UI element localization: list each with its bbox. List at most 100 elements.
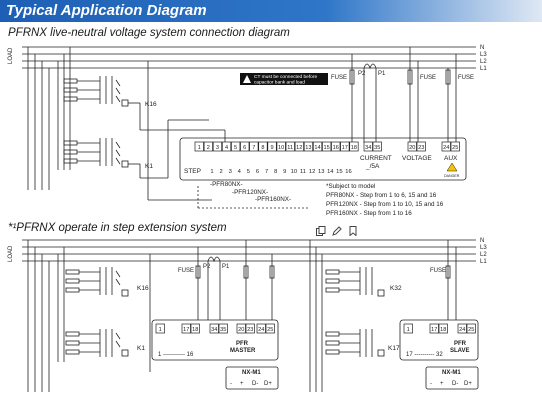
- master-terminal-box: [236, 323, 246, 334]
- master-terminal-label: 25: [267, 327, 273, 333]
- slave-terminal-label: 1: [407, 327, 410, 333]
- line-l2: L2: [480, 59, 487, 65]
- current-label: CURRENT: [360, 155, 392, 162]
- danger-label: DANGER: [444, 174, 460, 178]
- terminal-label: 8: [261, 145, 264, 151]
- line-n: N: [480, 45, 484, 51]
- load-label-2: LOAD: [8, 245, 14, 262]
- module-m-dplus: D+: [264, 381, 272, 387]
- master-range: 1 ----------- 16: [158, 352, 194, 358]
- bookmark-icon[interactable]: [348, 226, 358, 236]
- master-terminal-box: [265, 323, 275, 334]
- slave-terminal-box: [403, 323, 413, 334]
- master-terminal-box: [190, 323, 200, 334]
- voltage-label: VOLTAGE: [402, 155, 432, 162]
- master-name2: MASTER: [230, 348, 256, 354]
- terminal-label: 34: [365, 145, 371, 151]
- terminal-box: [231, 141, 241, 152]
- floating-toolbar: [316, 226, 358, 236]
- module-s-minus: -: [430, 381, 432, 387]
- step-number: 1: [210, 169, 213, 175]
- terminal-label: 15: [323, 145, 329, 151]
- terminal-label: 18: [351, 145, 357, 151]
- master-terminal-label: 24: [258, 327, 264, 333]
- terminal-label: 20: [409, 145, 415, 151]
- note-0: *Subject to model: [326, 183, 375, 190]
- step-number: 7: [265, 169, 268, 175]
- line2-l3: L3: [480, 245, 487, 251]
- terminal-box: [322, 141, 332, 152]
- line2-n: N: [480, 238, 484, 244]
- terminal-box: [194, 141, 204, 152]
- diagram2-title: *¹PFRNX operate in step extension system: [8, 222, 227, 234]
- slave-name2: SLAVE: [450, 348, 470, 354]
- master-name1: PFR: [236, 341, 249, 347]
- terminal-label: 2: [207, 145, 210, 151]
- slave-terminal-label: 17: [431, 327, 437, 333]
- step-number: 4: [238, 169, 242, 175]
- terminal-label: 9: [270, 145, 273, 151]
- current-range: _/5A: [365, 163, 380, 170]
- diagram2-canvas: LOAD N L3 L2 L1 FUSE FUSE P2 P1 K16 K1 K…: [8, 238, 487, 392]
- ct-p1: P1: [378, 71, 386, 77]
- aux-label: AUX: [444, 155, 458, 162]
- terminal-box: [203, 141, 213, 152]
- fuse-label-m: FUSE: [178, 268, 194, 274]
- step-number: 12: [309, 169, 315, 175]
- terminal-box: [372, 141, 382, 152]
- step-number: 8: [274, 169, 277, 175]
- danger-icon: [446, 162, 458, 172]
- line-l3: L3: [480, 52, 487, 58]
- master-terminal-label: 35: [220, 327, 226, 333]
- terminal-label: 16: [333, 145, 339, 151]
- master-terminal-label: 1: [159, 327, 162, 333]
- terminal-box: [267, 141, 277, 152]
- ct-p2: P2: [358, 71, 366, 77]
- terminal-box: [416, 141, 426, 152]
- edit-icon[interactable]: [332, 226, 342, 236]
- relay2-k17: K17: [388, 345, 400, 352]
- module-m-minus: -: [230, 381, 232, 387]
- terminal-box: [212, 141, 223, 152]
- terminal-label: 4: [225, 145, 228, 151]
- warning-box: [240, 73, 328, 85]
- slave-terminal-label: 24: [459, 327, 465, 333]
- terminal-label: 11: [287, 145, 293, 151]
- fuse-label-s: FUSE: [430, 268, 446, 274]
- terminal-box: [258, 141, 268, 152]
- step-number: 14: [327, 169, 334, 175]
- slave-terminal-label: 25: [468, 327, 474, 333]
- terminal-box: [249, 141, 259, 152]
- fuse-label-2: FUSE: [420, 75, 436, 81]
- line2-l1: L1: [480, 259, 487, 265]
- terminal-label: 23: [418, 145, 424, 151]
- master-terminal-label: 18: [192, 327, 198, 333]
- copy-icon[interactable]: [316, 226, 326, 236]
- module-s-plus: +: [440, 381, 444, 387]
- master-terminal-label: 20: [238, 327, 244, 333]
- note-1: PFR80NX - Step from 1 to 6, 15 and 16: [326, 192, 437, 199]
- terminal-box: [340, 141, 350, 152]
- load-label: LOAD: [8, 47, 14, 64]
- relay2-k1: K1: [137, 345, 145, 352]
- slave-terminal-label: 18: [440, 327, 446, 333]
- warning-icon: [243, 75, 251, 83]
- terminal-label: 10: [278, 145, 284, 151]
- terminal-box: [407, 141, 417, 152]
- step-number: 10: [291, 169, 297, 175]
- step-number: 15: [336, 169, 342, 175]
- master-terminal-box: [181, 323, 191, 334]
- terminal-box: [285, 141, 295, 152]
- fuse-label-1: FUSE: [331, 75, 347, 81]
- terminal-box: [303, 141, 314, 152]
- note-2: PFR120NX - Step from 1 to 10, 15 and 16: [326, 201, 444, 208]
- terminal-box: [450, 141, 460, 152]
- module-m-dminus: D-: [252, 381, 258, 387]
- line2-l2: L2: [480, 252, 487, 258]
- relay2-k32: K32: [390, 285, 402, 292]
- master-terminal-box: [155, 323, 165, 334]
- model-120: -PFR120NX-: [232, 189, 268, 196]
- terminal-label: 14: [314, 145, 320, 151]
